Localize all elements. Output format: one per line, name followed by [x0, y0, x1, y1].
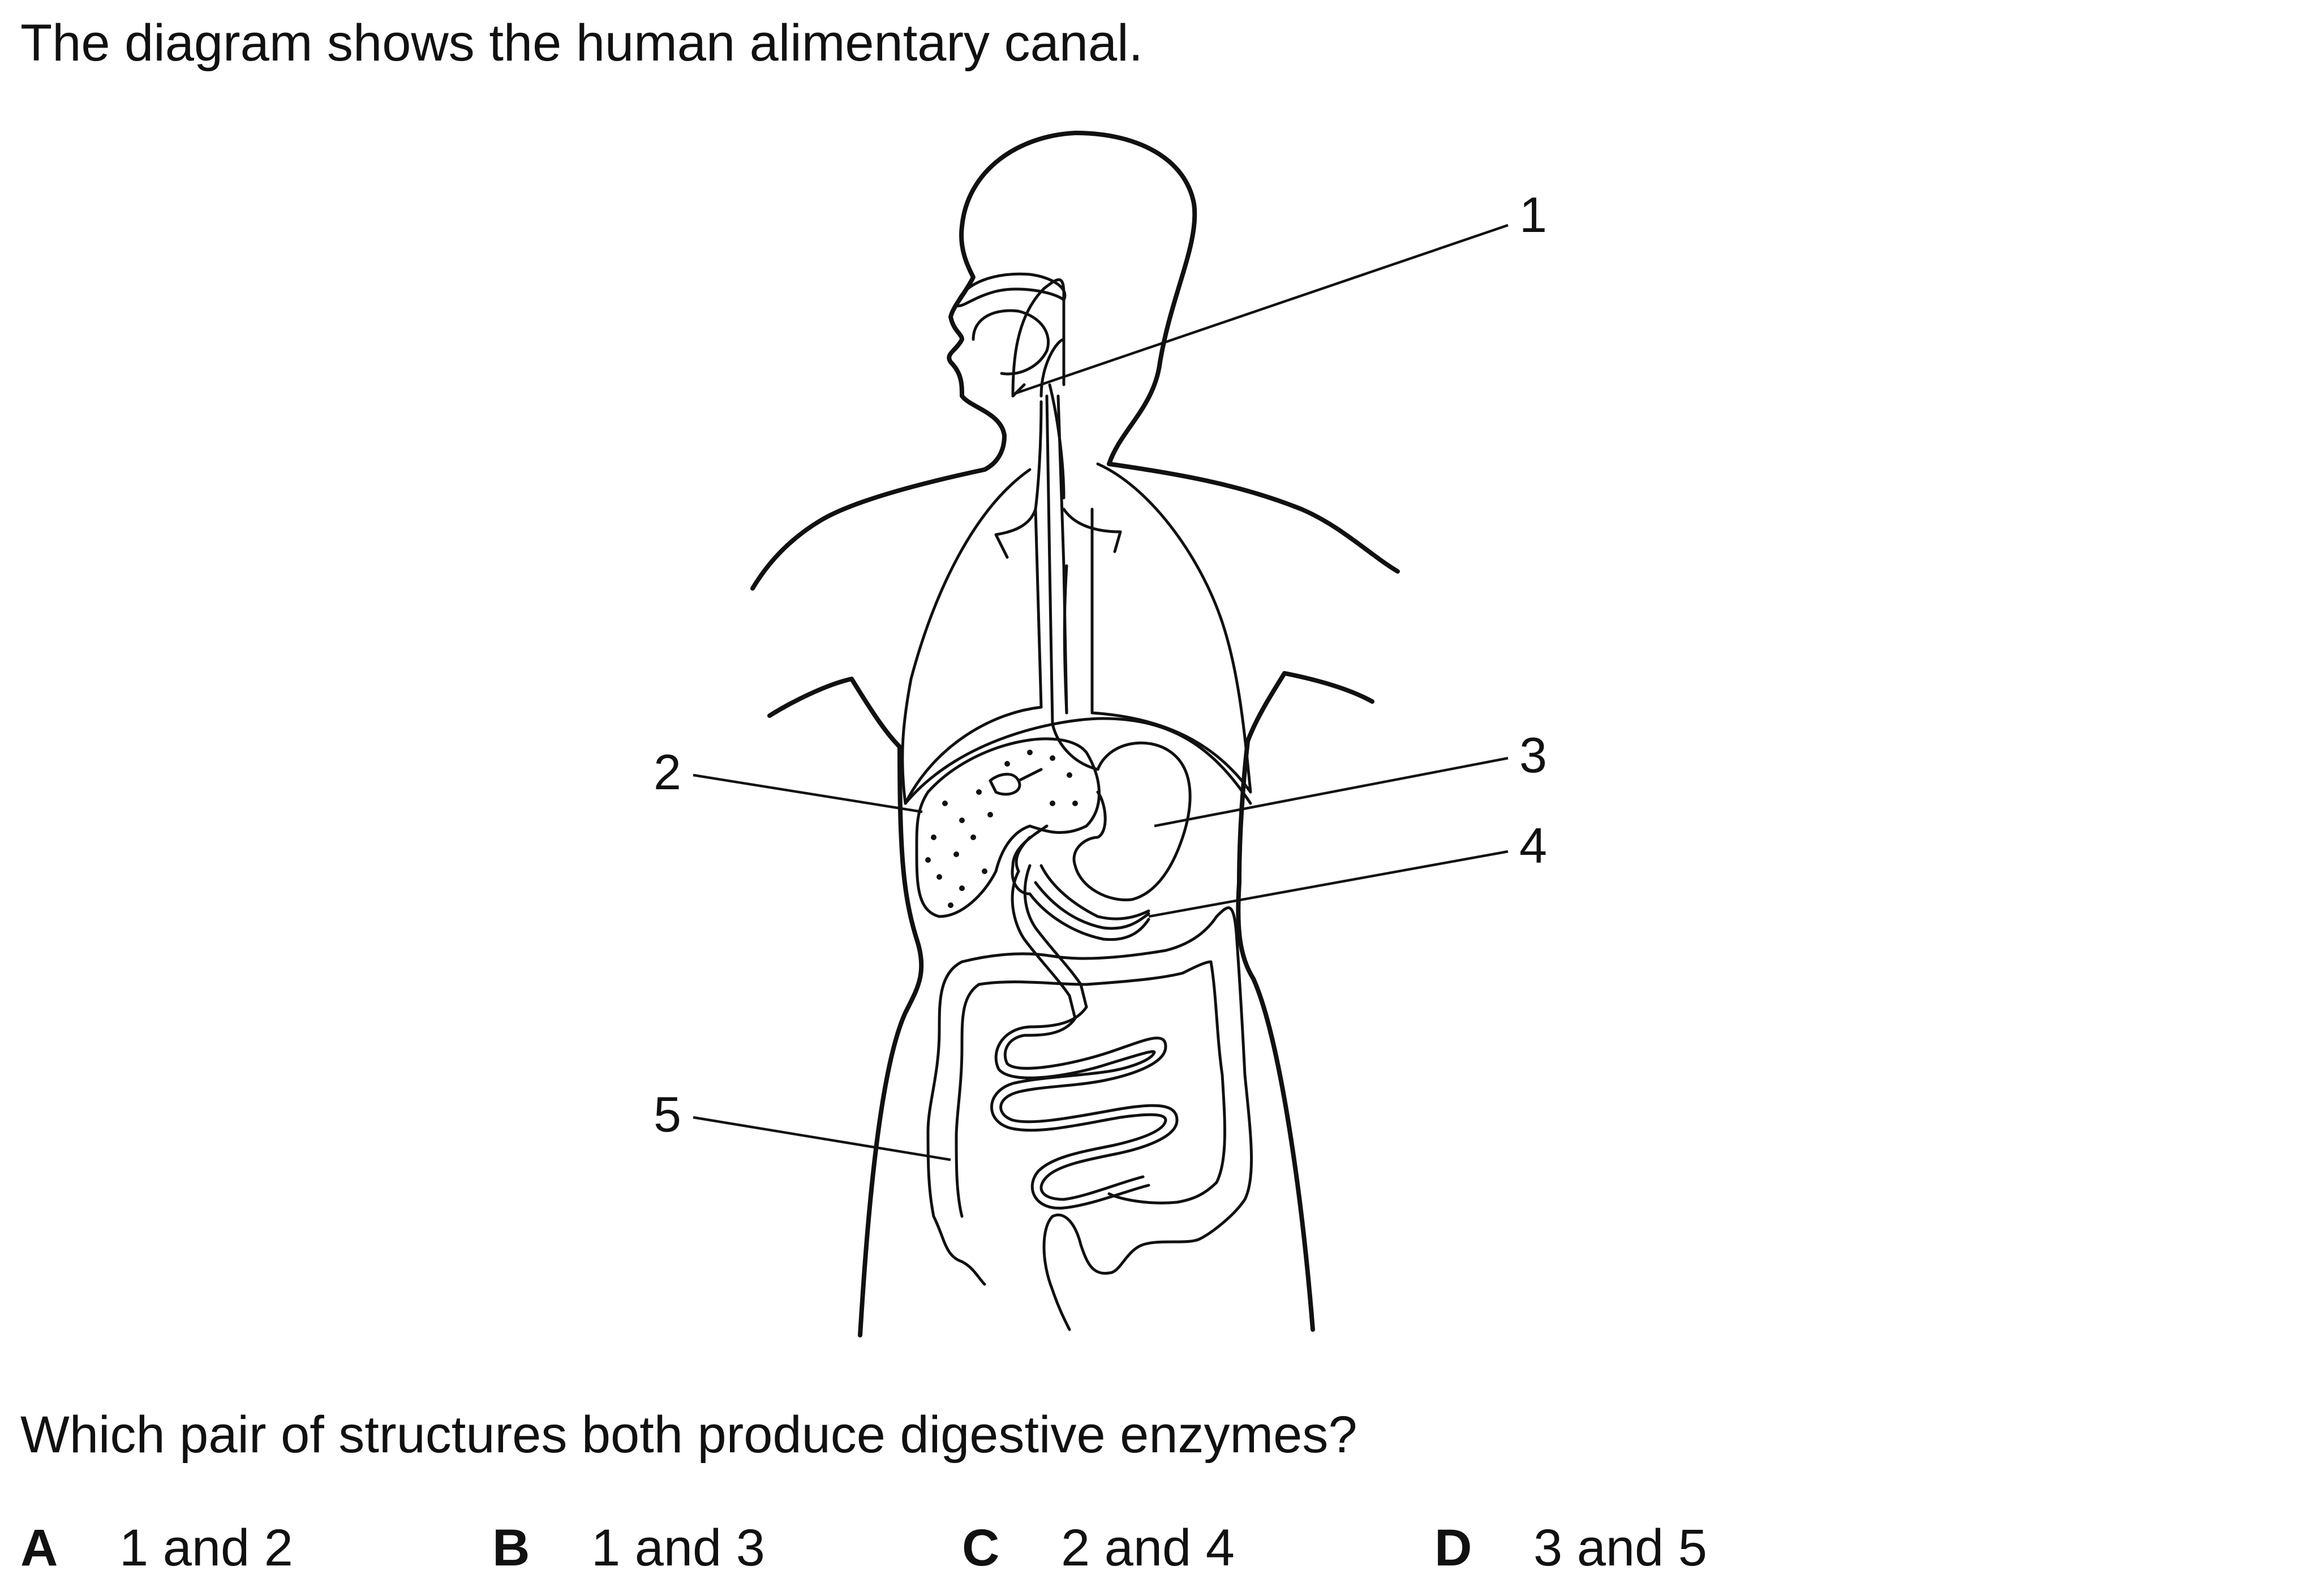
liver — [915, 737, 1101, 918]
intestines — [926, 864, 1253, 1331]
lungs — [901, 462, 1252, 805]
intro-text: The diagram shows the human alimentary c… — [20, 14, 1144, 72]
option-c-text: 2 and 4 — [1061, 1519, 1235, 1577]
body-outline — [750, 131, 1400, 1337]
leader-3 — [1154, 756, 1509, 828]
oral-cavity-and-trachea — [955, 272, 1122, 771]
label-5: 5 — [654, 1086, 681, 1142]
structure-labels: 1 2 3 4 5 — [654, 187, 1547, 1142]
label-2: 2 — [654, 744, 681, 800]
alimentary-canal-diagram: 1 2 3 4 5 — [654, 131, 1547, 1337]
label-3: 3 — [1519, 727, 1547, 783]
leader-1 — [1015, 223, 1509, 395]
stomach-and-pancreas — [1011, 741, 1192, 941]
option-d-text: 3 and 5 — [1533, 1519, 1707, 1577]
leader-5 — [693, 1116, 951, 1161]
option-a-letter: A — [20, 1519, 58, 1577]
question-text: Which pair of structures both produce di… — [20, 1406, 1357, 1464]
option-a-text: 1 and 2 — [119, 1519, 293, 1577]
option-d[interactable]: D 3 and 5 — [1434, 1522, 1707, 1574]
label-1: 1 — [1519, 187, 1547, 243]
option-b-letter: B — [492, 1519, 530, 1577]
label-4: 4 — [1519, 818, 1547, 874]
leader-2 — [693, 773, 923, 814]
leader-lines — [693, 223, 1509, 1161]
option-d-letter: D — [1434, 1519, 1472, 1577]
option-b[interactable]: B 1 and 3 — [492, 1522, 765, 1574]
option-b-text: 1 and 3 — [591, 1519, 765, 1577]
option-a[interactable]: A 1 and 2 — [20, 1522, 293, 1574]
option-c-letter: C — [962, 1519, 1000, 1577]
leader-4 — [1148, 850, 1509, 918]
liver-stipple — [925, 750, 1078, 908]
option-c[interactable]: C 2 and 4 — [962, 1522, 1235, 1574]
